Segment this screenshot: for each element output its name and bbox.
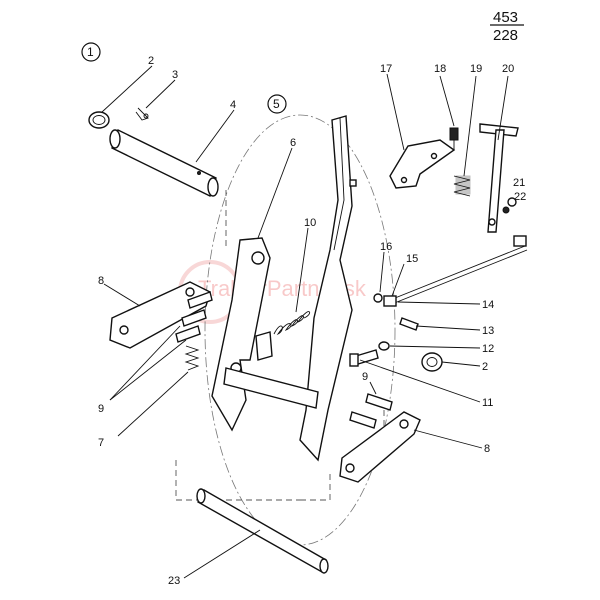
callout-8-left: 8 (98, 275, 104, 287)
callout-17: 17 (380, 63, 392, 75)
part-10-spring (273, 311, 311, 336)
part-13-pin (399, 317, 419, 331)
callout-20: 20 (502, 63, 514, 75)
part-12-washer (378, 341, 390, 351)
callout-19: 19 (470, 63, 482, 75)
part-21-22-washers (502, 197, 517, 214)
callout-labels: 2 3 4 6 8 9 7 10 17 18 19 20 21 22 16 15… (98, 55, 526, 587)
callout-14: 14 (482, 299, 494, 311)
leader-lines (101, 65, 509, 579)
part-2-ring-right (421, 352, 443, 372)
part-8-right-plate (339, 411, 421, 483)
part-19-spring (453, 175, 471, 197)
callout-7: 7 (98, 437, 104, 449)
part-3-split-pin (135, 107, 149, 121)
group-marker-1: 1 (81, 42, 101, 62)
callout-11: 11 (482, 397, 493, 409)
callout-15: 15 (406, 253, 418, 265)
callout-10: 10 (304, 217, 316, 229)
cross-beam (223, 331, 319, 409)
callout-2-right: 2 (482, 361, 488, 373)
callout-8-right: 8 (484, 443, 490, 455)
callout-21: 21 (513, 177, 525, 189)
part-2-ring-top (88, 111, 110, 129)
main-right-arm (299, 115, 357, 462)
callout-18: 18 (434, 63, 446, 75)
page-reference: 453 228 (490, 9, 524, 44)
part-20-lever (479, 123, 519, 233)
part-7-spring (184, 345, 200, 371)
part-11-bolt (349, 349, 379, 367)
reference-bottom: 228 (493, 27, 518, 44)
group-marker-5: 5 (267, 94, 287, 114)
part-9-right-bolts (349, 393, 393, 429)
callout-6: 6 (290, 137, 296, 149)
group-marker-5-label: 5 (273, 97, 280, 111)
callout-2-top: 2 (148, 55, 154, 67)
callout-3: 3 (172, 69, 178, 81)
callout-4: 4 (230, 99, 236, 111)
callout-16: 16 (380, 241, 392, 253)
part-17-bracket (389, 139, 456, 189)
group-marker-1-label: 1 (87, 45, 94, 59)
reference-top: 453 (493, 9, 518, 26)
callout-9-right: 9 (362, 371, 368, 383)
part-14-rod (389, 235, 528, 305)
part-23-shaft (196, 488, 329, 574)
callout-9-left: 9 (98, 403, 104, 415)
callout-22: 22 (514, 191, 526, 203)
part-15-16-fittings (373, 293, 397, 307)
part-9-left-bolts (175, 291, 213, 343)
callout-23: 23 (168, 575, 180, 587)
part-8-left-plate (109, 281, 211, 349)
callout-12: 12 (482, 343, 494, 355)
part-4-shaft (109, 129, 219, 197)
callout-13: 13 (482, 325, 494, 337)
part-18-knob (449, 127, 459, 150)
